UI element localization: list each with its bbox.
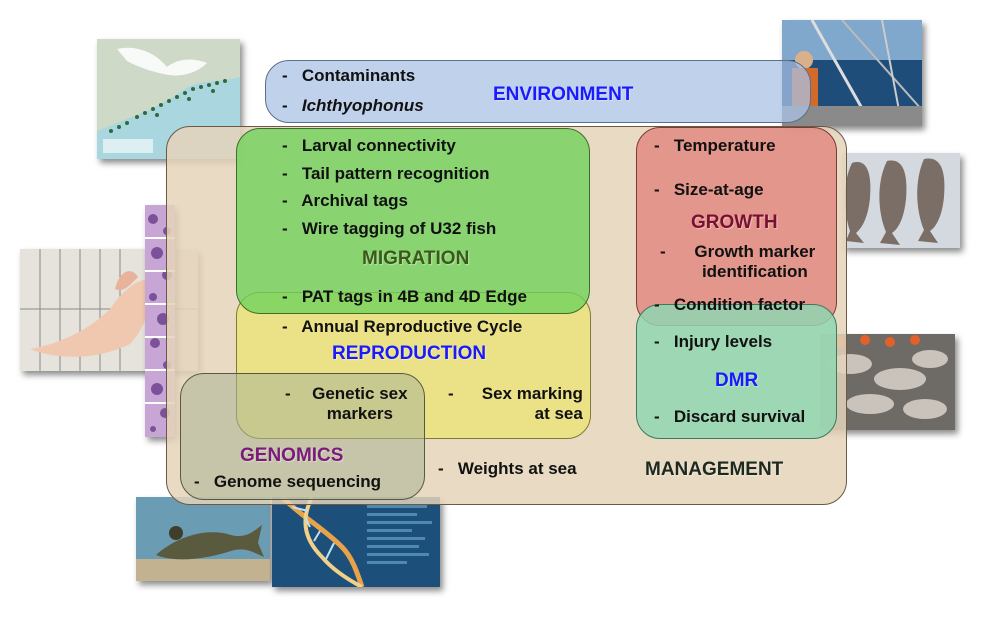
genomics-label: GENOMICS bbox=[240, 445, 344, 466]
migration-item-tail-pattern: - Tail pattern recognition bbox=[282, 164, 490, 183]
reproduction-item-genetic-sex-markers: - Genetic sex markers bbox=[285, 384, 408, 423]
migration-item-larval-connectivity: - Larval connectivity bbox=[282, 136, 456, 155]
growth-item-size-at-age: - Size-at-age bbox=[654, 180, 764, 199]
environment-box bbox=[265, 60, 811, 123]
reproduction-label: REPRODUCTION bbox=[332, 343, 487, 364]
dmr-item-injury-levels: - Injury levels bbox=[654, 332, 773, 351]
growth-item-temperature: - Temperature bbox=[654, 136, 776, 155]
dmr-label: DMR bbox=[715, 370, 759, 391]
dmr-item-discard-survival: - Discard survival bbox=[654, 407, 806, 426]
dna-helix-image bbox=[272, 497, 440, 587]
growth-item-growth-marker: - Growth marker identification bbox=[660, 242, 816, 281]
reproduction-item-annual-cycle: - Annual Reproductive Cycle bbox=[282, 317, 523, 336]
growth-label: GROWTH bbox=[691, 212, 778, 233]
reproduction-item-sex-marking: - Sex marking at sea bbox=[448, 384, 583, 423]
management-label: MANAGEMENT bbox=[645, 459, 784, 480]
halibut-underwater-image bbox=[136, 497, 270, 581]
growth-item-condition-factor: - Condition factor bbox=[654, 295, 806, 314]
growth-box bbox=[636, 127, 837, 326]
migration-label: MIGRATION bbox=[362, 248, 470, 269]
migration-box bbox=[236, 128, 590, 314]
environment-item-ichthyophonus: - Ichthyophonus bbox=[282, 96, 424, 115]
dmr-box bbox=[636, 304, 837, 439]
management-item-weights-at-sea: - Weights at sea bbox=[438, 459, 577, 478]
migration-item-wire-tagging: - Wire tagging of U32 fish bbox=[282, 219, 497, 238]
genomics-box bbox=[180, 373, 425, 500]
alaska-map-image bbox=[97, 39, 240, 159]
halibut-specimens-image bbox=[842, 153, 960, 248]
environment-label: ENVIRONMENT bbox=[493, 84, 634, 105]
environment-item-contaminants: - Contaminants bbox=[282, 66, 416, 85]
migration-item-archival-tags: - Archival tags bbox=[282, 191, 408, 210]
genomics-item-genome-sequencing: - Genome sequencing bbox=[194, 472, 382, 491]
migration-item-pat-tags: - PAT tags in 4B and 4D Edge bbox=[282, 287, 527, 306]
